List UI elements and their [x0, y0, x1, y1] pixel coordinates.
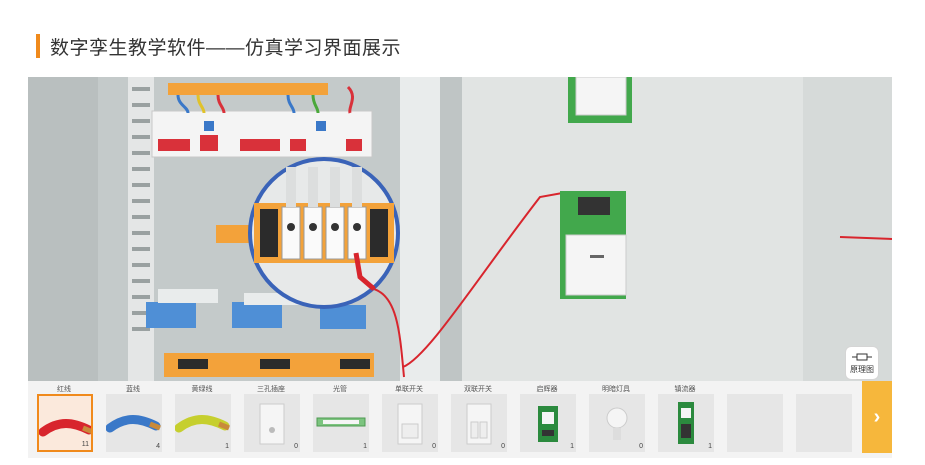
component-toolbar: 红线 11 蓝线 4 黄绿线 1 三孔插座 0 光管 1	[28, 381, 892, 458]
yellow-green-wire-thumbnail: 1	[175, 394, 231, 452]
simulation-viewport[interactable]	[28, 77, 892, 381]
zoom-magnifier	[248, 157, 400, 309]
empty-slot	[727, 394, 783, 452]
item-count: 0	[432, 443, 436, 450]
blue-wire-thumbnail: 4	[106, 394, 162, 452]
top-terminal-rail	[168, 83, 328, 95]
scene-3d[interactable]	[28, 77, 892, 381]
toolbar-item-tube-light[interactable]: 光管 1	[310, 381, 370, 458]
page-header: 数字孪生教学软件——仿真学习界面展示	[36, 33, 401, 59]
schematic-icon	[852, 353, 872, 360]
cabinet-left-wall	[28, 77, 98, 381]
item-count: 4	[156, 443, 160, 450]
item-count: 1	[225, 443, 229, 450]
item-label: 单联开关	[395, 386, 423, 393]
red-wire-thumbnail: 11	[37, 394, 93, 452]
cabinet-door-frame	[400, 77, 440, 381]
socket-thumbnail: 0	[244, 394, 300, 452]
toolbar-item-single-switch[interactable]: 单联开关 0	[379, 381, 439, 458]
toolbar-item-blue-wire[interactable]: 蓝线 4	[103, 381, 163, 458]
toolbar-item-red-wire[interactable]: 红线 11	[34, 381, 94, 458]
toolbar-item-double-switch[interactable]: 双联开关 0	[448, 381, 508, 458]
item-count: 0	[501, 443, 505, 450]
wall-switch-top	[568, 77, 632, 123]
title-accent-bar	[36, 34, 40, 58]
toolbar-next-button[interactable]: ›	[862, 381, 892, 453]
chevron-right-icon: ›	[873, 405, 881, 428]
breaker-row	[151, 110, 373, 158]
item-label: 镇流器	[674, 386, 696, 393]
wall-switch-bottom	[560, 191, 627, 299]
double-switch-thumbnail: 0	[451, 394, 507, 452]
wiring	[176, 85, 354, 114]
schematic-label: 原理图	[850, 364, 874, 374]
ballast-thumbnail: 1	[658, 394, 714, 452]
item-count: 1	[708, 443, 712, 450]
item-count: 1	[363, 443, 367, 450]
item-label: 蓝线	[126, 386, 140, 393]
tube-light-thumbnail: 1	[313, 394, 369, 452]
item-label: 启辉器	[536, 386, 558, 393]
single-switch-thumbnail: 0	[382, 394, 438, 452]
starter-thumbnail: 1	[520, 394, 576, 452]
item-count: 0	[639, 443, 643, 450]
item-count: 11	[81, 441, 89, 448]
item-label: 黄绿线	[191, 386, 213, 393]
empty-slot	[796, 394, 852, 452]
item-label: 三孔插座	[257, 386, 285, 393]
item-label: 双联开关	[464, 386, 492, 393]
item-label: 红线	[57, 386, 71, 393]
item-label: 明暗灯具	[602, 386, 630, 393]
toolbar-item-lamp[interactable]: 明暗灯具 0	[586, 381, 646, 458]
duct-slots	[132, 87, 150, 331]
lamp-thumbnail: 0	[589, 394, 645, 452]
toolbar-item-yellow-green-wire[interactable]: 黄绿线 1	[172, 381, 232, 458]
toolbar-item-empty[interactable]	[724, 381, 784, 458]
item-count: 1	[570, 443, 574, 450]
toolbar-item-socket[interactable]: 三孔插座 0	[241, 381, 301, 458]
red-wire	[373, 191, 569, 378]
toolbar-item-ballast[interactable]: 镇流器 1	[655, 381, 715, 458]
schematic-button[interactable]: 原理图	[845, 346, 879, 380]
toolbar-item-starter[interactable]: 启辉器 1	[517, 381, 577, 458]
page-title: 数字孪生教学软件——仿真学习界面展示	[50, 37, 402, 59]
toolbar-item-empty[interactable]	[793, 381, 853, 458]
item-count: 0	[294, 443, 298, 450]
item-label: 光管	[333, 386, 347, 393]
